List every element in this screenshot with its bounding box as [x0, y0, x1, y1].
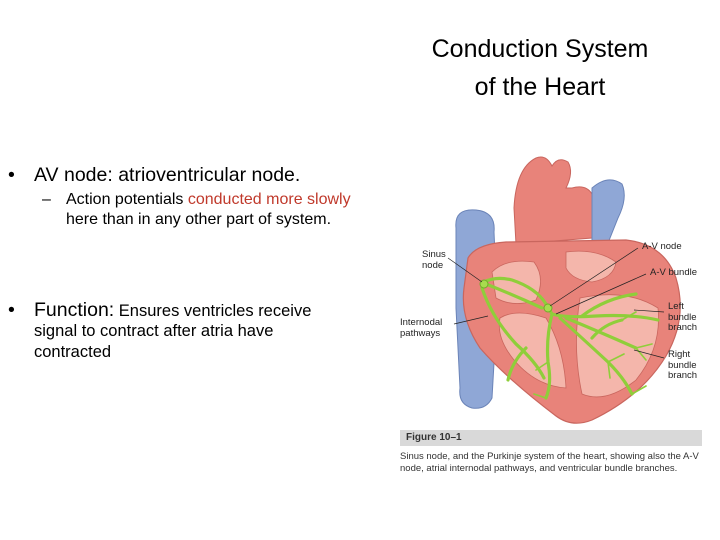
heart-conduction-figure: Sinus node A-V node A-V bundle Internoda… [396, 148, 704, 496]
function-text: Ensures ventricles receive [114, 302, 312, 320]
label-av-node: A-V node [642, 241, 682, 252]
sub-bullet-marker: – [42, 191, 51, 208]
pulmonary-artery [591, 179, 625, 249]
sub-text-part2: here than in any other part of system. [66, 211, 332, 228]
label-sinus-node: Sinus node [422, 249, 446, 271]
bullet-marker: • [8, 164, 15, 186]
slide-title: Conduction System of the Heart [392, 30, 688, 106]
slide-title-text: Conduction System of the Heart [431, 35, 649, 101]
bullet-av-node-text: AV node: atrioventricular node. [34, 160, 380, 190]
label-av-bundle: A-V bundle [650, 267, 698, 278]
aorta [513, 156, 593, 245]
conduction-fibers [533, 311, 653, 399]
label-internodal-pathways: Internodal pathways [400, 317, 443, 339]
sub-bullet-text: Action potentials conducted more slowly … [66, 190, 382, 230]
bullet-marker: • [8, 299, 15, 321]
sub-text-highlight-2: slowly [307, 191, 351, 208]
left-ventricle [576, 294, 659, 398]
function-text-continued: signal to contract after atria have cont… [34, 322, 274, 361]
sub-text-part1: Action potentials [66, 191, 188, 208]
left-atrium [565, 250, 617, 283]
heart-illustration [447, 156, 681, 424]
figure-number-bar: Figure 10–1 [400, 430, 702, 446]
figure-caption: Sinus node, and the Purkinje system of t… [400, 451, 699, 474]
sub-text-highlight-1: conducted more [187, 191, 303, 208]
function-label: Function: [34, 299, 115, 321]
bullet-function-text: Function: Ensures ventricles receive [34, 295, 380, 327]
label-left-bundle-branch: Left bundle branch [668, 301, 698, 333]
av-node-label: AV node [34, 164, 108, 186]
label-pointers [447, 247, 665, 359]
label-right-bundle-branch: Right bundle branch [668, 349, 698, 381]
figure-number: Figure 10–1 [406, 432, 462, 443]
av-node-definition: : atrioventricular node. [107, 164, 301, 186]
